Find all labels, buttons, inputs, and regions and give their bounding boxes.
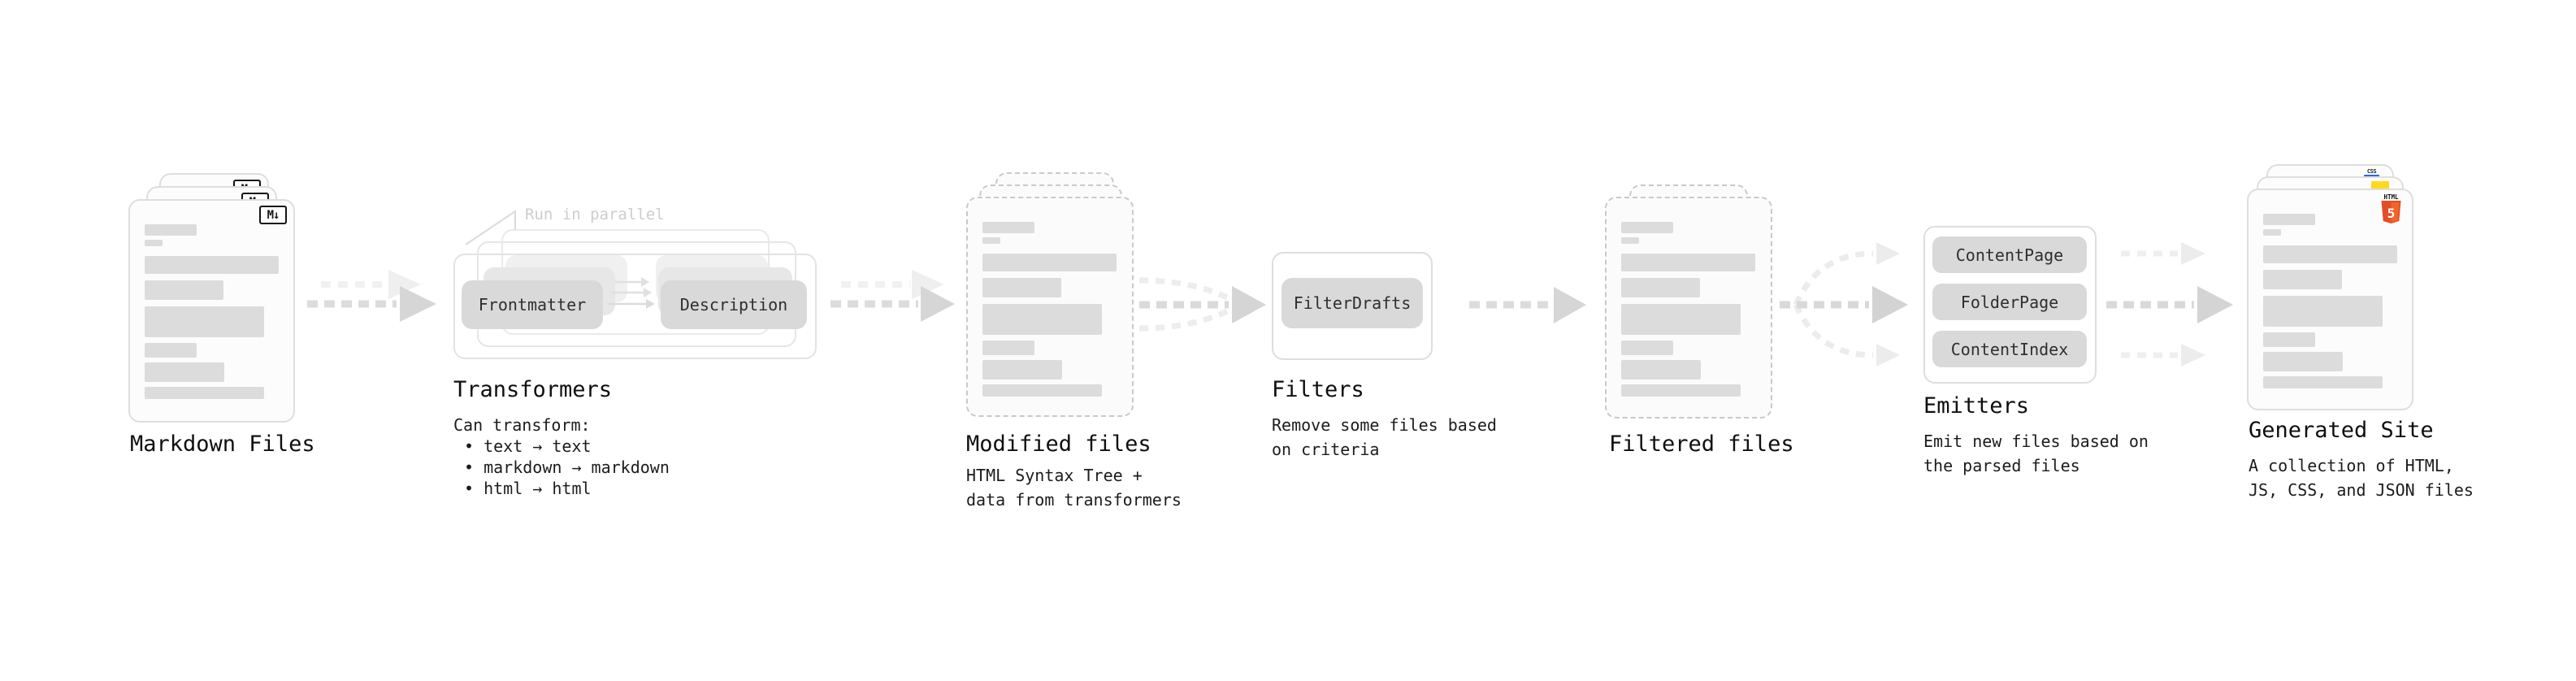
arrow-emitters-to-generated bbox=[2106, 242, 2233, 367]
skeleton-line bbox=[145, 387, 264, 399]
arrow-transformers-to-modified bbox=[830, 270, 955, 322]
filtered-files-label: Filtered files bbox=[1609, 432, 1794, 457]
caption-bullet: • html → html bbox=[464, 479, 592, 498]
filter-chip-filterdrafts: FilterDrafts bbox=[1281, 278, 1423, 328]
caption-line: Can transform: bbox=[453, 415, 591, 435]
skeleton-line bbox=[145, 280, 223, 300]
skeleton-line bbox=[145, 224, 197, 236]
filtered-doc-front bbox=[1605, 197, 1772, 419]
caption-line: the parsed files bbox=[1923, 456, 2080, 475]
skeleton-line bbox=[145, 240, 163, 246]
skeleton-line bbox=[2263, 229, 2281, 236]
skeleton-line bbox=[1621, 340, 1673, 355]
run-in-parallel-leader-line bbox=[465, 210, 516, 245]
filters-caption: Remove some files based on criteria bbox=[1272, 413, 1497, 462]
svg-text:5: 5 bbox=[2387, 206, 2396, 221]
emitter-chip-folderpage: FolderPage bbox=[1932, 284, 2087, 320]
arrow-markdown-to-transformers bbox=[307, 270, 436, 322]
skeleton-line bbox=[2263, 332, 2315, 347]
skeleton-line bbox=[1621, 360, 1701, 380]
skeleton-line bbox=[145, 256, 279, 274]
skeleton-line bbox=[1621, 384, 1741, 397]
generated-doc-front: HTML 5 bbox=[2247, 189, 2413, 410]
skeleton-line bbox=[1621, 304, 1741, 335]
skeleton-line bbox=[2263, 296, 2383, 327]
caption-line: Emit new files based on bbox=[1923, 432, 2149, 451]
skeleton-line bbox=[982, 237, 1000, 244]
markdown-files-label: Markdown Files bbox=[130, 432, 315, 457]
modified-files-caption: HTML Syntax Tree + data from transformer… bbox=[966, 463, 1182, 512]
emitter-chip-contentindex: ContentIndex bbox=[1932, 331, 2087, 367]
caption-line: JS, CSS, and JSON files bbox=[2249, 480, 2474, 500]
skeleton-line bbox=[2263, 376, 2383, 388]
emitters-title: Emitters bbox=[1923, 393, 2030, 419]
skeleton-line bbox=[1621, 254, 1755, 271]
markdown-doc-front: M↓ bbox=[128, 199, 295, 423]
caption-line: Remove some files based bbox=[1272, 415, 1497, 435]
generated-site-caption: A collection of HTML, JS, CSS, and JSON … bbox=[2249, 453, 2474, 502]
parallel-arrows-icon bbox=[607, 277, 655, 309]
skeleton-line bbox=[145, 343, 197, 358]
skeleton-line bbox=[145, 362, 224, 382]
transformers-caption: Can transform: • text → text • markdown … bbox=[453, 414, 670, 499]
emitters-caption: Emit new files based on the parsed files bbox=[1923, 429, 2149, 478]
arrow-filters-to-filtered bbox=[1469, 287, 1586, 323]
skeleton-line bbox=[2263, 214, 2315, 225]
modified-files-label: Modified files bbox=[966, 432, 1151, 457]
caption-line: A collection of HTML, bbox=[2249, 456, 2454, 475]
caption-line: data from transformers bbox=[966, 490, 1182, 510]
skeleton-line bbox=[2263, 245, 2397, 263]
skeleton-line bbox=[1621, 222, 1673, 233]
transformer-chip-frontmatter: Frontmatter bbox=[462, 280, 603, 329]
markdown-icon: M↓ bbox=[259, 206, 287, 224]
skeleton-line bbox=[982, 384, 1102, 397]
transformers-title: Transformers bbox=[453, 377, 613, 402]
caption-line: HTML Syntax Tree + bbox=[966, 466, 1143, 485]
filters-title: Filters bbox=[1272, 377, 1364, 402]
arrow-modified-to-filters bbox=[1138, 277, 1266, 332]
run-in-parallel-label: Run in parallel bbox=[525, 206, 665, 223]
skeleton-line bbox=[982, 340, 1034, 355]
skeleton-line bbox=[982, 278, 1061, 297]
generated-site-label: Generated Site bbox=[2249, 418, 2434, 443]
skeleton-line bbox=[982, 222, 1034, 233]
html5-icon: HTML 5 bbox=[2380, 194, 2402, 225]
skeleton-line bbox=[2263, 270, 2342, 289]
transformers-box-front bbox=[453, 254, 817, 359]
skeleton-line bbox=[2263, 352, 2343, 371]
caption-bullet: • text → text bbox=[464, 436, 592, 456]
skeleton-line bbox=[145, 306, 264, 337]
skeleton-line bbox=[982, 360, 1062, 380]
caption-bullet: • markdown → markdown bbox=[464, 458, 670, 477]
caption-line: on criteria bbox=[1272, 440, 1380, 459]
transformer-chip-description: Description bbox=[661, 280, 807, 329]
skeleton-line bbox=[1621, 278, 1700, 297]
emitter-chip-contentpage: ContentPage bbox=[1932, 236, 2087, 273]
arrow-filtered-to-emitters bbox=[1780, 242, 1908, 367]
skeleton-line bbox=[982, 254, 1117, 271]
skeleton-line bbox=[1621, 237, 1639, 244]
modified-doc-front bbox=[966, 197, 1134, 417]
css-icon: CSS bbox=[2364, 169, 2379, 178]
skeleton-line bbox=[982, 304, 1102, 335]
